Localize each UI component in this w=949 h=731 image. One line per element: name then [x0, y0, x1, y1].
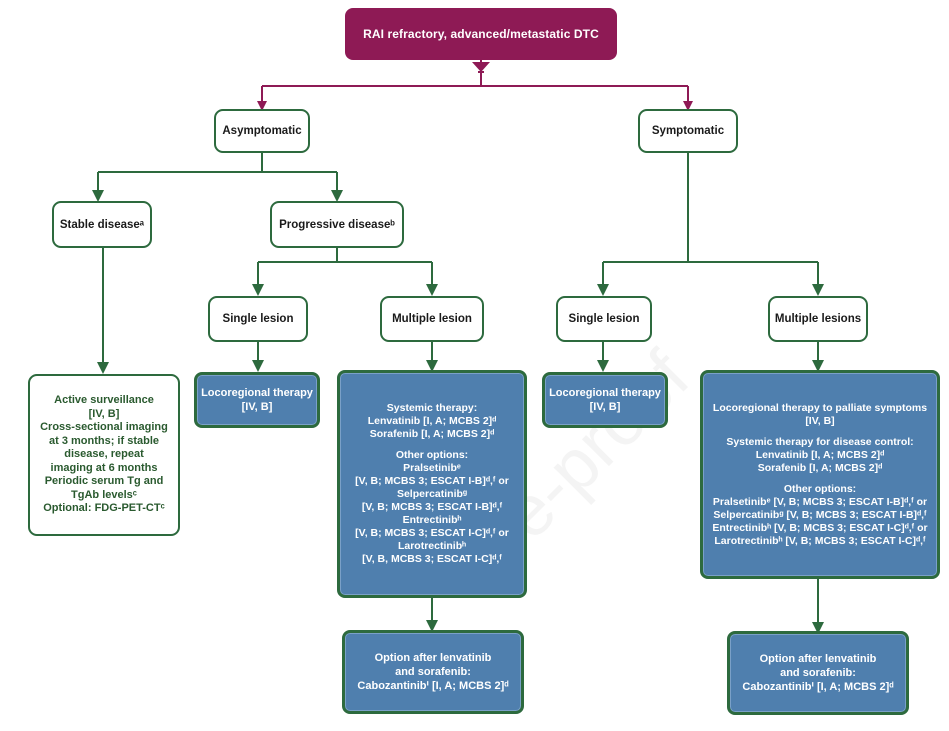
active-surveillance-line: at 3 months; if stable: [48, 434, 160, 447]
option-after-lenvatinib-left-node: Option after lenvatinib and sorafenib: C…: [342, 630, 524, 714]
single-lesion-left-label: Single lesion: [222, 313, 294, 325]
active-surveillance-line: Optional: FDG-PET-CTᶜ: [43, 502, 165, 515]
multiple-lesion-left-label: Multiple lesion: [392, 313, 472, 325]
systemic-therapy-right-node: Locoregional therapy to palliate symptom…: [700, 370, 940, 579]
systemic-left-line: [V, B; MCBS 3; ESCAT I-B]ᵈ,ᶠ: [361, 501, 503, 513]
single-lesion-right-node: Single lesion: [556, 296, 652, 342]
active-surveillance-line: TgAb levelsᶜ: [71, 488, 137, 501]
systemic-left-line: Larotrectinibʰ: [397, 540, 467, 552]
progressive-disease-node: Progressive diseaseᵇ: [270, 201, 404, 248]
multiple-lesions-right-label: Multiple lesions: [774, 313, 862, 325]
systemic-right-line: Pralsetinibᵉ [V, B; MCBS 3; ESCAT I-B]ᵈ,…: [712, 495, 928, 508]
root-label: RAI refractory, advanced/metastatic DTC: [363, 27, 599, 41]
active-surveillance-line: Active surveillance: [54, 394, 154, 407]
systemic-left-line: Other options:: [395, 449, 469, 461]
active-surveillance-line: imaging at 6 months: [50, 461, 158, 474]
multiple-lesions-right-node: Multiple lesions: [768, 296, 868, 342]
option-right-line: Cabozantinibⁱ [I, A; MCBS 2]ᵈ: [742, 681, 894, 693]
systemic-left-line: Pralsetinibᵉ: [403, 462, 461, 474]
systemic-right-line: Selpercatinibᵍ [V, B; MCBS 3; ESCAT I-B]…: [713, 508, 927, 521]
active-surveillance-node: Active surveillance [IV, B] Cross-sectio…: [28, 374, 180, 536]
active-surveillance-line: disease, repeat: [64, 448, 144, 461]
symptomatic-label: Symptomatic: [651, 125, 725, 137]
option-left-line: Option after lenvatinib: [374, 652, 492, 664]
locoregional-right-line: Locoregional therapy: [549, 387, 661, 399]
systemic-right-line: Other options:: [783, 482, 857, 495]
option-right-line: and sorafenib:: [780, 667, 856, 679]
option-left-line: and sorafenib:: [395, 666, 471, 678]
systemic-right-line: Locoregional therapy to palliate symptom…: [712, 401, 928, 414]
multiple-lesion-left-node: Multiple lesion: [380, 296, 484, 342]
locoregional-right-line: [IV, B]: [589, 401, 621, 413]
active-surveillance-line: [IV, B]: [88, 407, 120, 420]
systemic-left-line: Sorafenib [I, A; MCBS 2]ᵈ: [369, 428, 495, 440]
systemic-right-line: [IV, B]: [805, 414, 835, 427]
stable-disease-label: Stable diseaseᵃ: [59, 218, 145, 231]
systemic-left-line: Systemic therapy:: [386, 402, 478, 414]
active-surveillance-line: Periodic serum Tg and: [44, 475, 164, 488]
locoregional-left-line: Locoregional therapy: [201, 387, 313, 399]
active-surveillance-line: Cross-sectional imaging: [40, 421, 168, 434]
locoregional-left-line: [IV, B]: [241, 401, 273, 413]
single-lesion-left-node: Single lesion: [208, 296, 308, 342]
symptomatic-node: Symptomatic: [638, 109, 738, 153]
stable-disease-node: Stable diseaseᵃ: [52, 201, 152, 248]
systemic-right-line: Larotrectinibʰ [V, B; MCBS 3; ESCAT I-C]…: [714, 534, 926, 547]
systemic-left-line: [V, B; MCBS 3; ESCAT I-C]ᵈ,ᶠ or: [355, 527, 509, 539]
progressive-disease-label: Progressive diseaseᵇ: [279, 218, 395, 231]
systemic-left-line: [V, B, MCBS 3; ESCAT I-C]ᵈ,ᶠ: [362, 553, 502, 565]
locoregional-left-node: Locoregional therapy [IV, B]: [194, 372, 320, 428]
systemic-right-line: Sorafenib [I, A; MCBS 2]ᵈ: [757, 461, 883, 474]
systemic-left-line: [V, B; MCBS 3; ESCAT I-B]ᵈ,ᶠ or: [355, 475, 509, 487]
systemic-right-line: Entrectinibʰ [V, B; MCBS 3; ESCAT I-C]ᵈ,…: [712, 521, 928, 534]
root-notch: [472, 62, 490, 72]
asymptomatic-node: Asymptomatic: [214, 109, 310, 153]
systemic-left-line: Selpercatinibᵍ: [396, 488, 468, 500]
systemic-therapy-left-node: Systemic therapy: Lenvatinib [I, A; MCBS…: [337, 370, 527, 598]
systemic-left-line: Lenvatinib [I, A; MCBS 2]ᵈ: [367, 415, 497, 427]
root-node: RAI refractory, advanced/metastatic DTC: [345, 8, 617, 60]
systemic-left-line: Entrectinibʰ: [402, 514, 462, 526]
single-lesion-right-label: Single lesion: [568, 313, 640, 325]
asymptomatic-label: Asymptomatic: [222, 125, 302, 137]
locoregional-right-node: Locoregional therapy [IV, B]: [542, 372, 668, 428]
option-left-line: Cabozantinibⁱ [I, A; MCBS 2]ᵈ: [357, 680, 509, 692]
option-after-lenvatinib-right-node: Option after lenvatinib and sorafenib: C…: [727, 631, 909, 715]
connectors-green: [92, 151, 824, 634]
systemic-right-line: Systemic therapy for disease control:: [726, 435, 914, 448]
option-right-line: Option after lenvatinib: [759, 653, 877, 665]
systemic-right-line: Lenvatinib [I, A; MCBS 2]ᵈ: [755, 448, 885, 461]
